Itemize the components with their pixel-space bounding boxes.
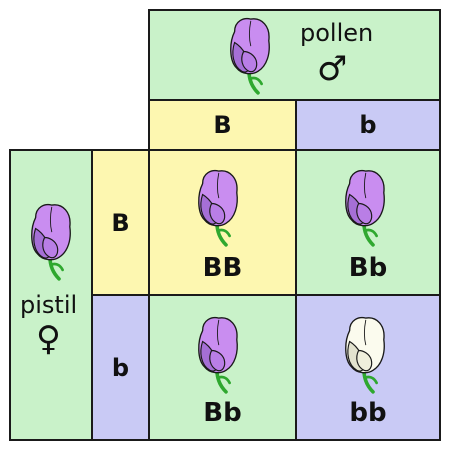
purple-flower-icon <box>222 15 276 97</box>
allele-label: B <box>111 209 130 237</box>
genotype-label: Bb <box>203 398 242 428</box>
pollen-allele-dominant: B <box>148 99 297 151</box>
genotype-label: Bb <box>348 253 388 283</box>
offspring-cell-Bb-1: Bb <box>295 149 441 296</box>
pistil-allele-recessive: b <box>91 294 150 441</box>
allele-label: B <box>213 111 232 139</box>
pollen-label: pollen <box>300 19 374 47</box>
purple-flower-icon <box>23 201 77 283</box>
genotype-label: bb <box>349 398 387 428</box>
offspring-cell-bb: bb <box>295 294 441 441</box>
male-symbol: ♂ <box>317 49 348 89</box>
allele-label: b <box>111 354 130 382</box>
offspring-cell-BB: BB <box>148 149 297 296</box>
female-symbol: ♀ <box>36 319 61 359</box>
purple-flower-icon <box>190 314 244 396</box>
purple-flower-icon <box>337 167 391 249</box>
pollen-header: pollen ♂ <box>148 9 441 101</box>
purple-flower-icon <box>190 167 244 249</box>
genotype-label: BB <box>202 253 243 283</box>
pistil-allele-dominant: B <box>91 149 150 296</box>
pistil-header: pistil ♀ <box>9 149 93 441</box>
white-flower-icon <box>337 314 391 396</box>
allele-label: b <box>359 111 377 139</box>
offspring-cell-Bb-2: Bb <box>148 294 297 441</box>
pistil-label: pistil <box>20 291 78 319</box>
pollen-allele-recessive: b <box>295 99 441 151</box>
